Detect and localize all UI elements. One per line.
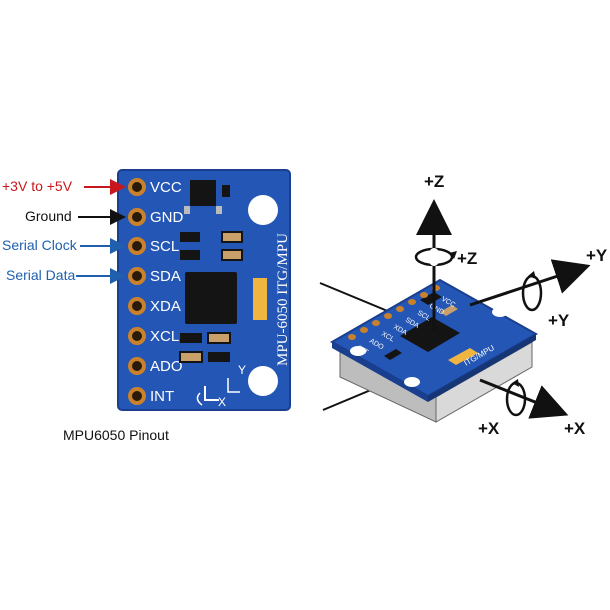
x-rotation-icon [505,379,527,417]
caption: MPU6050 Pinout [63,427,169,443]
z-rotation-label: +Z [457,249,477,268]
z-rotation-icon [414,247,457,267]
label-serial-clock: Serial Clock [2,237,78,253]
regulator [190,180,216,206]
board-components [179,180,267,363]
x-axis-label: +X [564,419,586,438]
pin-labels: VCC GND SCL SDA XDA XCL ADO INT [150,179,184,405]
perspective-pins [348,285,440,340]
perspective-chip [400,317,460,352]
pin-label: ADO [150,358,183,375]
x-axis [479,378,569,419]
pin-label: SCL [150,238,179,255]
pin-label: SDA [150,268,181,285]
y-rotation-label: +Y [548,311,570,330]
label-vcc-range: +3V to +5V [2,178,73,194]
pin-pad [128,297,146,315]
pin-pad [128,267,146,285]
label-ground: Ground [25,208,72,224]
y-axis-label: +Y [586,246,608,265]
board-axis-glyph: Y X [196,363,246,409]
pin-pad [128,208,146,226]
board-axis-x: X [218,395,226,409]
board-axis-y: Y [238,363,246,377]
pin-pad [128,327,146,345]
orientation-diagram: VCC GND SCL SDA XDA XCL ADO INT ITG/MPU … [319,172,608,438]
pin-label: XDA [150,298,181,315]
x-rotation-label: +X [478,419,500,438]
pin-callouts: +3V to +5V Ground Serial Clock Serial Da… [2,178,126,284]
y-axis [469,259,591,307]
pin-pad [128,237,146,255]
pin-label: INT [150,388,174,405]
x-axis-line-back [319,282,391,313]
perspective-board-edge [332,342,428,402]
y-rotation-icon [521,271,543,312]
pinout-board: VCC GND SCL SDA XDA XCL ADO INT [117,169,291,411]
z-axis-label: +Z [424,172,444,191]
mount-hole-top [248,195,278,225]
pin-label: VCC [150,179,182,196]
pin-pad [128,357,146,375]
mpu-chip [185,272,237,324]
pin-label: XCL [150,328,179,345]
pin-pad [128,387,146,405]
pin-pads [128,178,146,405]
led [253,278,267,320]
pin-pad [128,178,146,196]
board-title: MPU-6050 ITG/MPU [275,233,291,366]
perspective-led [448,348,478,365]
label-serial-data: Serial Data [6,267,75,283]
pin-label: GND [150,209,184,226]
mount-hole-bottom [248,366,278,396]
